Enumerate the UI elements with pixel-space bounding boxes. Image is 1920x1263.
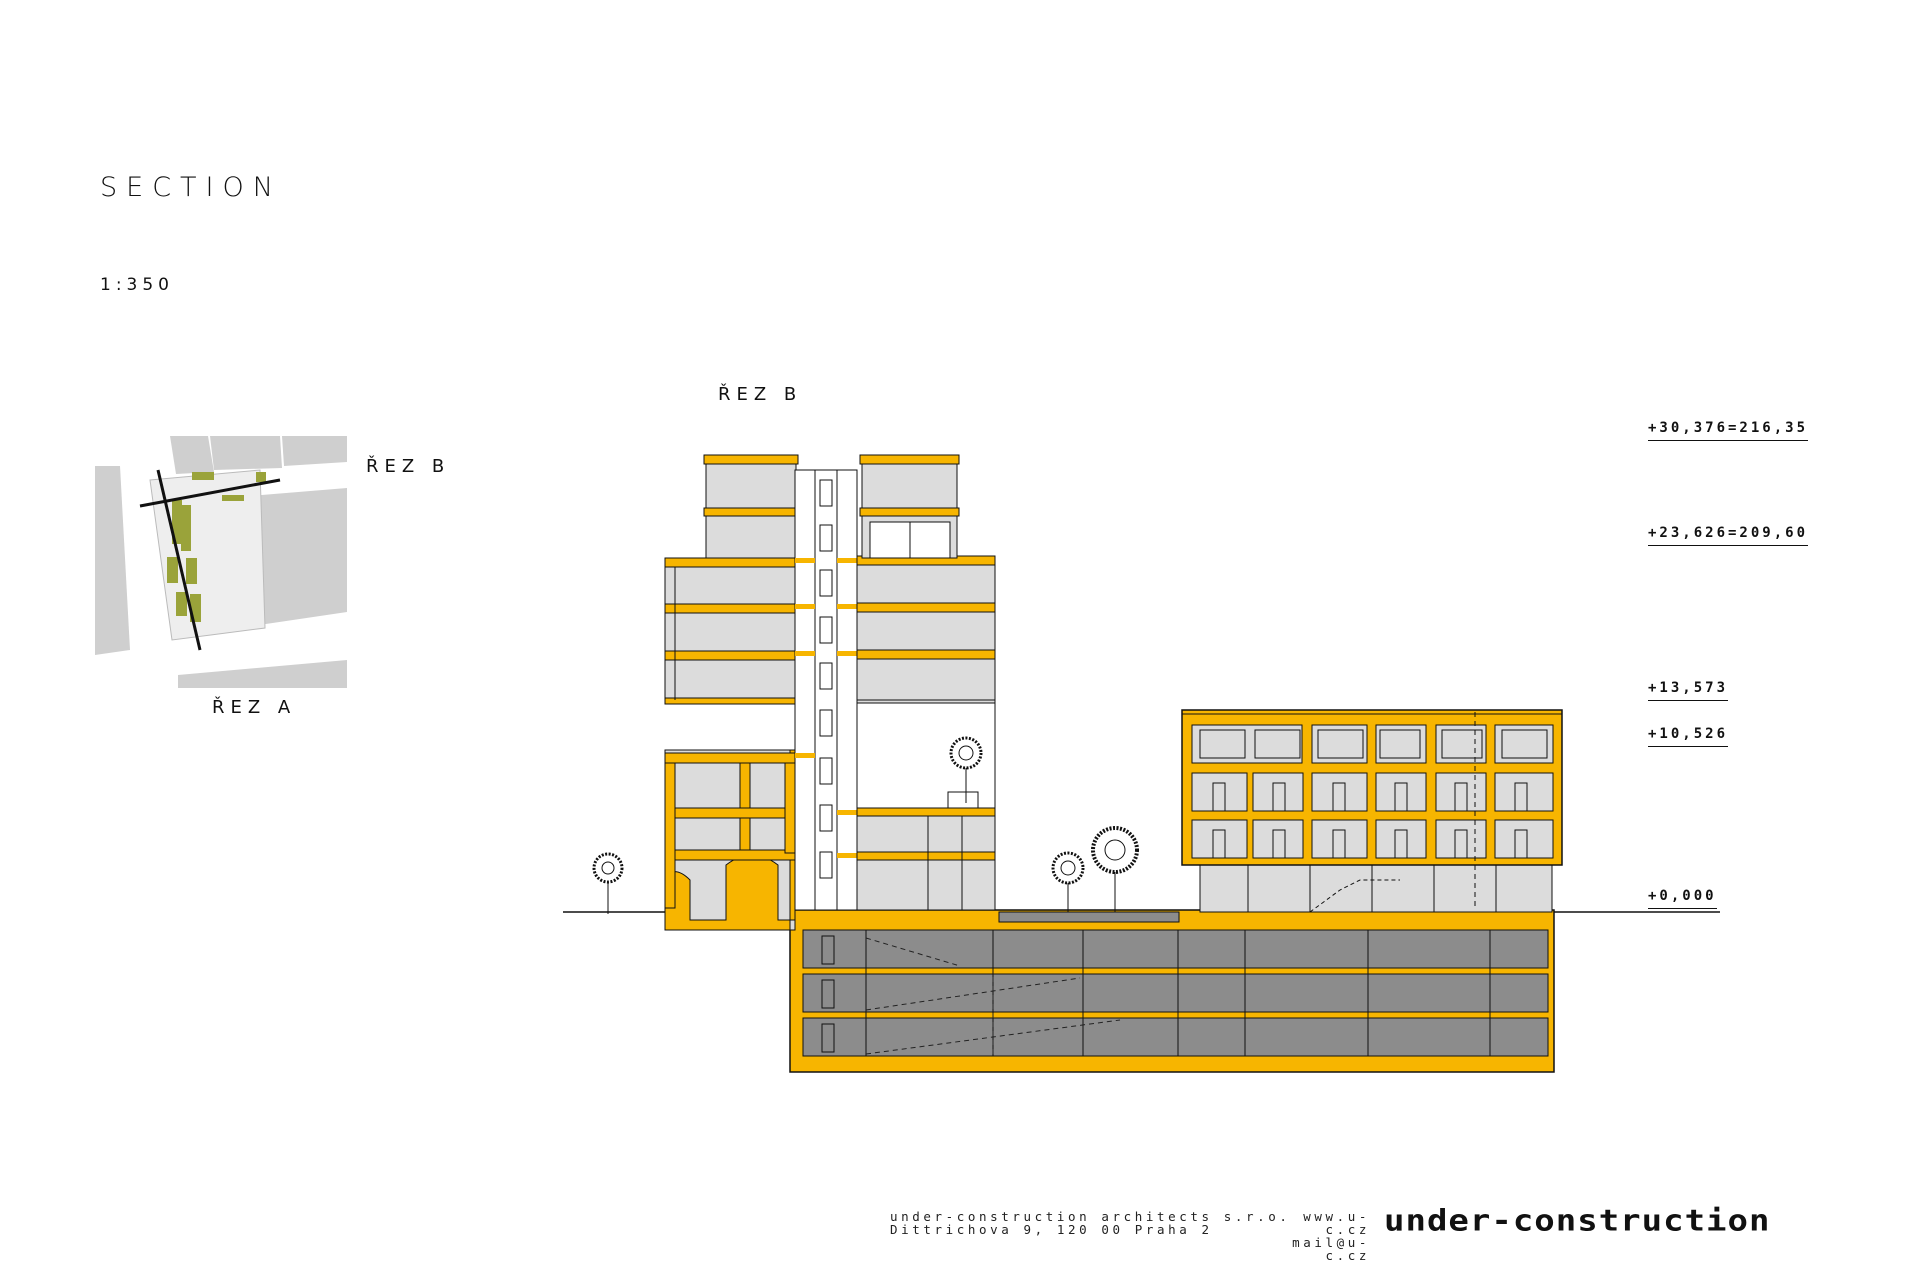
tree-icon [949, 736, 983, 803]
tree-icon [592, 852, 624, 914]
level-mark-1: +30,376=216,35 [1648, 420, 1809, 441]
footer-street: Dittrichova 9, 120 00 Praha 2 [890, 1222, 1213, 1237]
tree-icon [1051, 851, 1085, 912]
level-mark-5: +0,000 [1648, 888, 1717, 909]
level-mark-3: +13,573 [1648, 680, 1729, 701]
underground-garage [789, 909, 1555, 1073]
office-block [1181, 709, 1563, 913]
footer-address: under-construction architects s.r.o.Ditt… [890, 1210, 1291, 1236]
tree-icons [592, 736, 1139, 914]
footer-email: mail@u-c.cz [1292, 1235, 1370, 1263]
tower-block [664, 454, 996, 931]
drawing-scale: 1:350 [100, 275, 174, 295]
level-mark-4: +10,526 [1648, 726, 1729, 747]
keyplan-label-a: ŘEZ A [212, 697, 297, 718]
footer-web: www.u-c.cz [1303, 1209, 1370, 1237]
keyplan-label-b: ŘEZ B [366, 456, 451, 477]
drawing-title: SECTION [100, 172, 282, 203]
footer-company: under-construction architects s.r.o. [890, 1209, 1291, 1224]
key-plan [95, 436, 347, 688]
section-label-main: ŘEZ B [718, 384, 803, 405]
tree-icon [1091, 826, 1139, 912]
level-mark-2: +23,626=209,60 [1648, 525, 1809, 546]
company-logo: under-construction [1384, 1204, 1771, 1238]
